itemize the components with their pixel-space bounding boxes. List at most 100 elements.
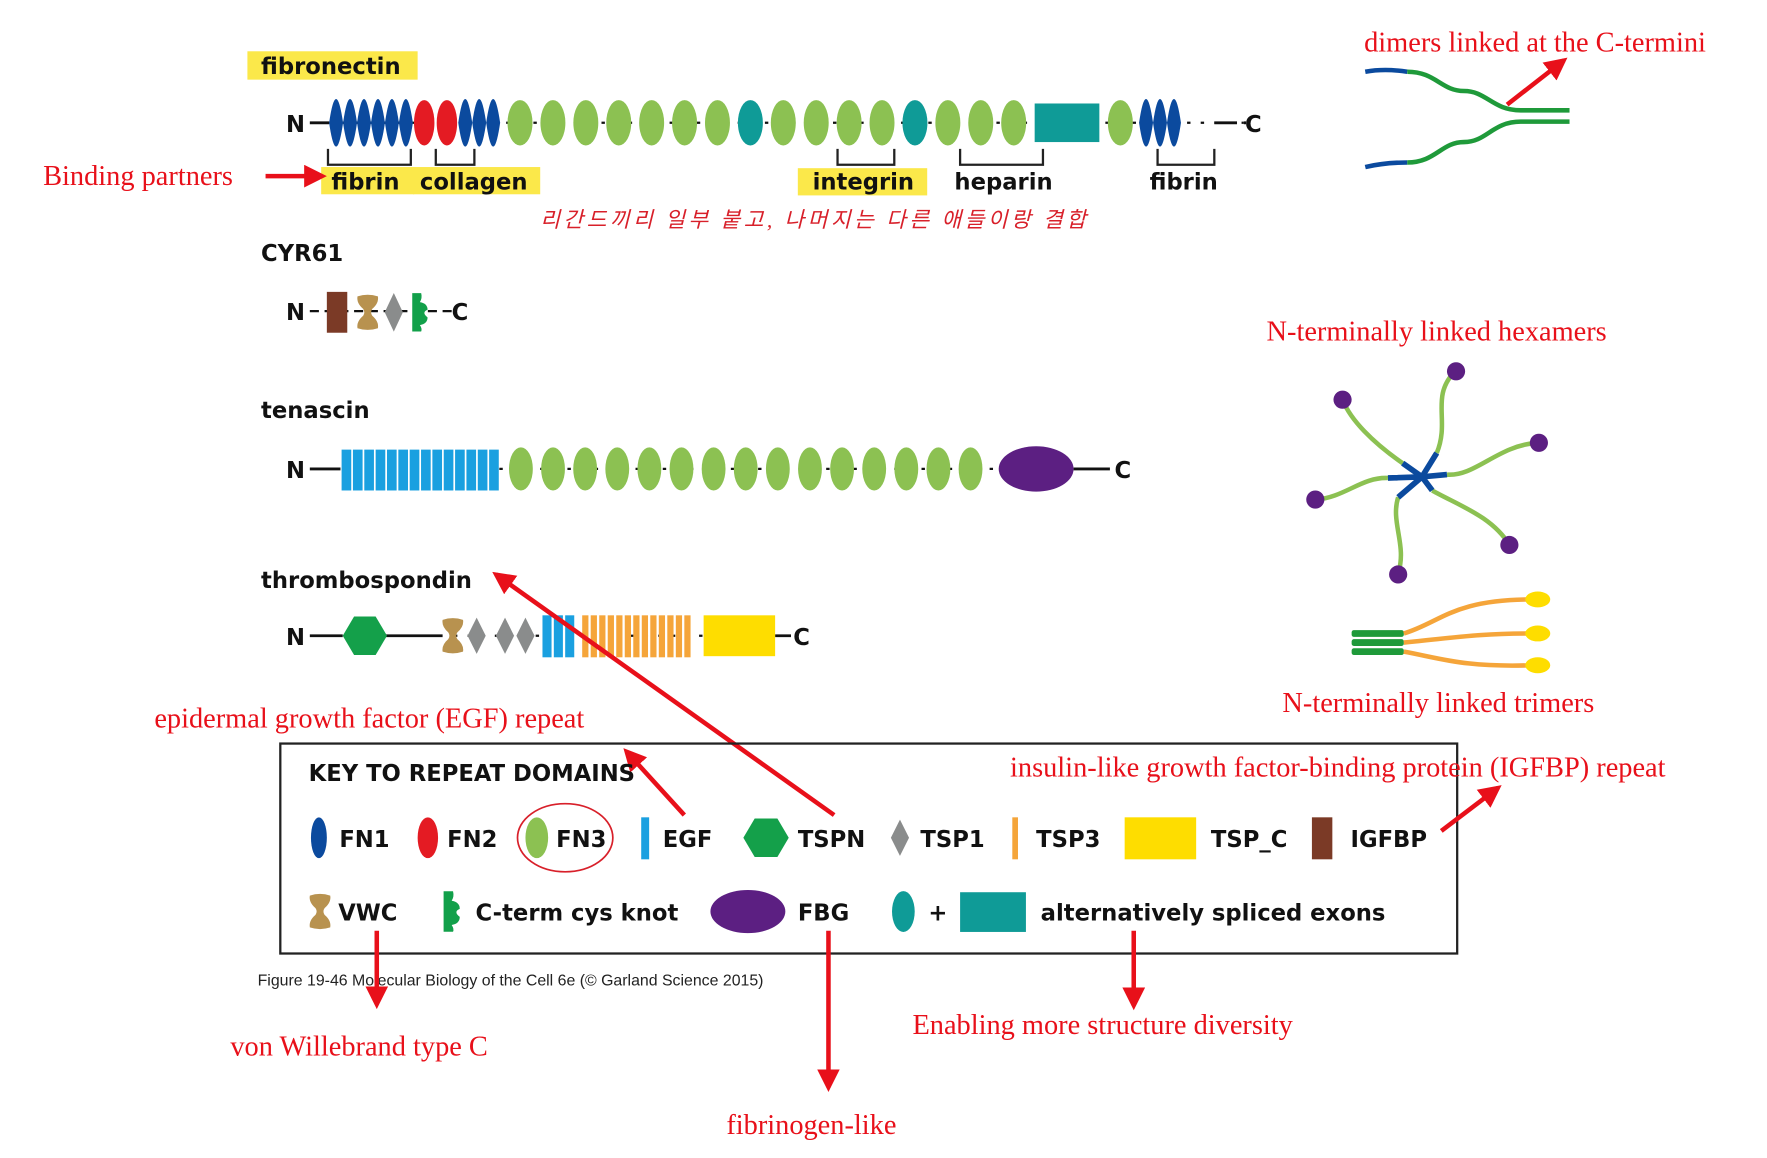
key-label-fn3: FN3 [556, 827, 606, 853]
domain-tsp3 [616, 615, 623, 658]
domain-fn3 [926, 447, 951, 491]
domain-tsp3 [599, 615, 606, 658]
domain-fn3 [733, 447, 758, 491]
domain-fn3 [637, 447, 662, 491]
domain-egf [542, 615, 552, 658]
arrow-tspn-to-thrombospondin [492, 571, 836, 817]
domain-cys-knot [412, 293, 428, 332]
thrombospondin-repeat-domains [542, 615, 691, 658]
key-label-tsp-c: TSP_C [1211, 827, 1287, 853]
fibronectin-domains [329, 98, 1181, 147]
domain-egf [398, 449, 408, 491]
domain-fn1 [398, 98, 413, 147]
c-terminus-label: C [1245, 112, 1262, 138]
bracket-fibrin-2 [1156, 148, 1216, 166]
domain-fn1 [458, 98, 473, 147]
fn2-icon [417, 817, 439, 859]
key-label-fn1: FN1 [339, 827, 389, 853]
domain-egf [364, 449, 374, 491]
domain-fn2 [414, 100, 435, 146]
arrow-igfbp [1439, 785, 1502, 833]
domain-egf [341, 449, 352, 491]
domain-fn3 [862, 447, 887, 491]
domain-fn3 [830, 447, 854, 491]
domain-egf [352, 449, 363, 491]
bracket-integrin [836, 148, 896, 166]
key-label-fn2: FN2 [447, 827, 497, 853]
domain-egf [553, 615, 563, 658]
domain-egf [409, 449, 420, 491]
protein-tenascin: tenascin N C [261, 398, 1131, 492]
igfbp-icon [1311, 817, 1333, 860]
binding-label-fibrin: fibrin [1150, 170, 1218, 196]
key-label-cys-knot: C-term cys knot [476, 901, 679, 927]
binding-label-fibrin: fibrin [331, 170, 399, 196]
key-label-alt-exons: alternatively spliced exons [1041, 901, 1386, 927]
domain-fn3 [606, 100, 632, 146]
domain-fn3 [968, 100, 994, 146]
domain-fn3 [836, 100, 862, 146]
domain-fn3 [573, 100, 599, 146]
domain-tsp3 [590, 615, 597, 658]
domain-fn3 [1001, 100, 1027, 146]
annotation-egf-repeat: epidermal growth factor (EGF) repeat [154, 704, 584, 735]
domain-tsp1 [384, 293, 403, 332]
domain-tsp3 [658, 615, 666, 658]
domain-egf [466, 449, 477, 491]
fn3-circle-annotation [516, 802, 614, 873]
domain-fn3 [541, 447, 565, 491]
binding-label-integrin: integrin [813, 170, 915, 196]
cys-knot-icon [443, 891, 460, 932]
domain-egf [489, 449, 499, 491]
domain-tsp-c [703, 615, 776, 657]
domain-egf [477, 449, 488, 491]
domain-fn3 [894, 447, 919, 491]
domain-fn3 [508, 447, 533, 491]
n-terminus-label: N [286, 112, 305, 138]
alt-exon-rect-icon [960, 892, 1026, 932]
annotation-trimers: N-terminally linked trimers [1282, 688, 1594, 719]
domain-tsp3 [607, 615, 614, 658]
tsp3-icon [1012, 817, 1018, 860]
domain-fn3 [669, 447, 694, 491]
arrow-dimers [1505, 57, 1568, 107]
annotation-dimers: dimers linked at the C-termini [1364, 27, 1706, 58]
domain-fn3 [958, 447, 983, 491]
key-box: KEY TO REPEAT DOMAINS FN1 FN2 FN3 EGF TS… [279, 742, 1459, 955]
alt-exon-oval-icon [892, 891, 915, 932]
domain-egf [443, 449, 454, 491]
c-terminus-label: C [793, 625, 810, 651]
domain-fn3 [672, 100, 698, 146]
hexamer-illustration [1306, 362, 1548, 584]
protein-name: tenascin [261, 398, 370, 424]
protein-fibronectin: fibronectin N C fibrin collagen integrin… [247, 51, 1262, 196]
domain-tsp3 [684, 615, 691, 658]
key-label-igfbp: IGFBP [1351, 827, 1427, 853]
key-label-tspn: TSPN [798, 827, 865, 853]
name-highlight [247, 51, 418, 80]
n-terminus-label: N [286, 300, 305, 326]
tsp1-icon [890, 819, 910, 856]
trimer-illustration [1351, 591, 1551, 674]
dimer-illustration [1364, 57, 1570, 170]
protein-name: thrombospondin [261, 568, 472, 594]
protein-name: CYR61 [261, 241, 343, 267]
annotation-igfbp-repeat: insulin-like growth factor-binding prote… [1010, 752, 1666, 783]
annotation-fibrinogen: fibrinogen-like [726, 1110, 896, 1141]
domain-tsp3 [675, 615, 683, 658]
key-label-vwc: VWC [338, 901, 397, 927]
domain-tsp3 [641, 615, 649, 658]
domain-egf [455, 449, 465, 491]
domain-fn3 [605, 447, 630, 491]
domain-fn3 [1107, 100, 1133, 146]
annotation-vwc: von Willebrand type C [230, 1032, 487, 1063]
domain-fn1 [343, 98, 358, 147]
domain-alt-spliced-exon [1034, 103, 1100, 143]
korean-handwritten-note: 리간드끼리 일부 붙고, 나머지는 다른 애들이랑 결합 [540, 208, 1089, 232]
domain-igfbp [326, 291, 348, 333]
domain-fn1 [486, 98, 501, 147]
domain-fn3 [765, 447, 790, 491]
key-label-egf: EGF [663, 827, 713, 853]
domain-tspn [342, 616, 387, 656]
key-label-fbg: FBG [798, 901, 849, 927]
